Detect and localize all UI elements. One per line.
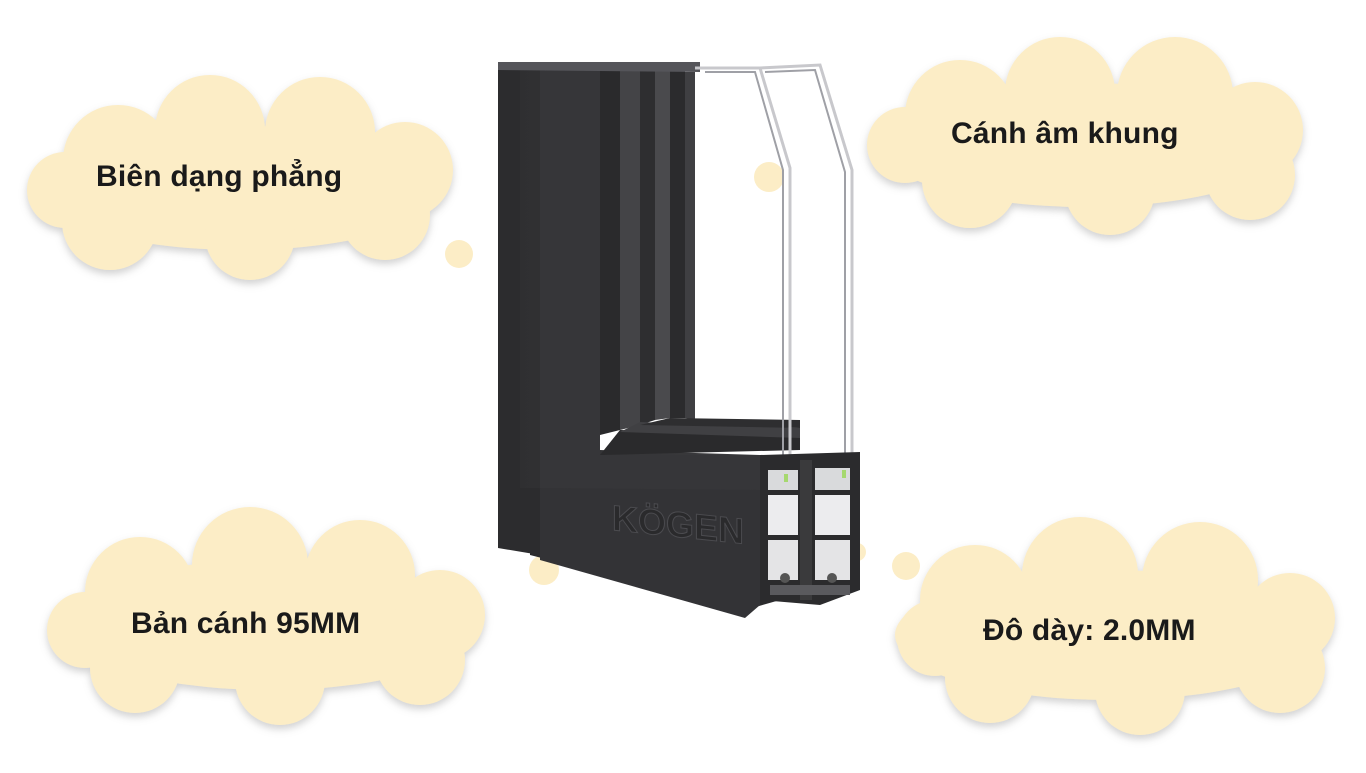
cloud-bottom-left: [47, 507, 485, 725]
callout-thickness: Đô dày: 2.0MM: [983, 614, 1196, 647]
window-profile-illustration: [498, 62, 860, 618]
cloud-top-right: [867, 37, 1303, 235]
callout-flat-profile: Biên dạng phẳng: [96, 160, 343, 193]
cloud-bottom-right: [895, 517, 1335, 735]
callout-recessed-sash: Cánh âm khung: [951, 117, 1179, 150]
cloud-top-left: [27, 75, 453, 280]
callout-sash-width: Bản cánh 95MM: [131, 607, 361, 640]
